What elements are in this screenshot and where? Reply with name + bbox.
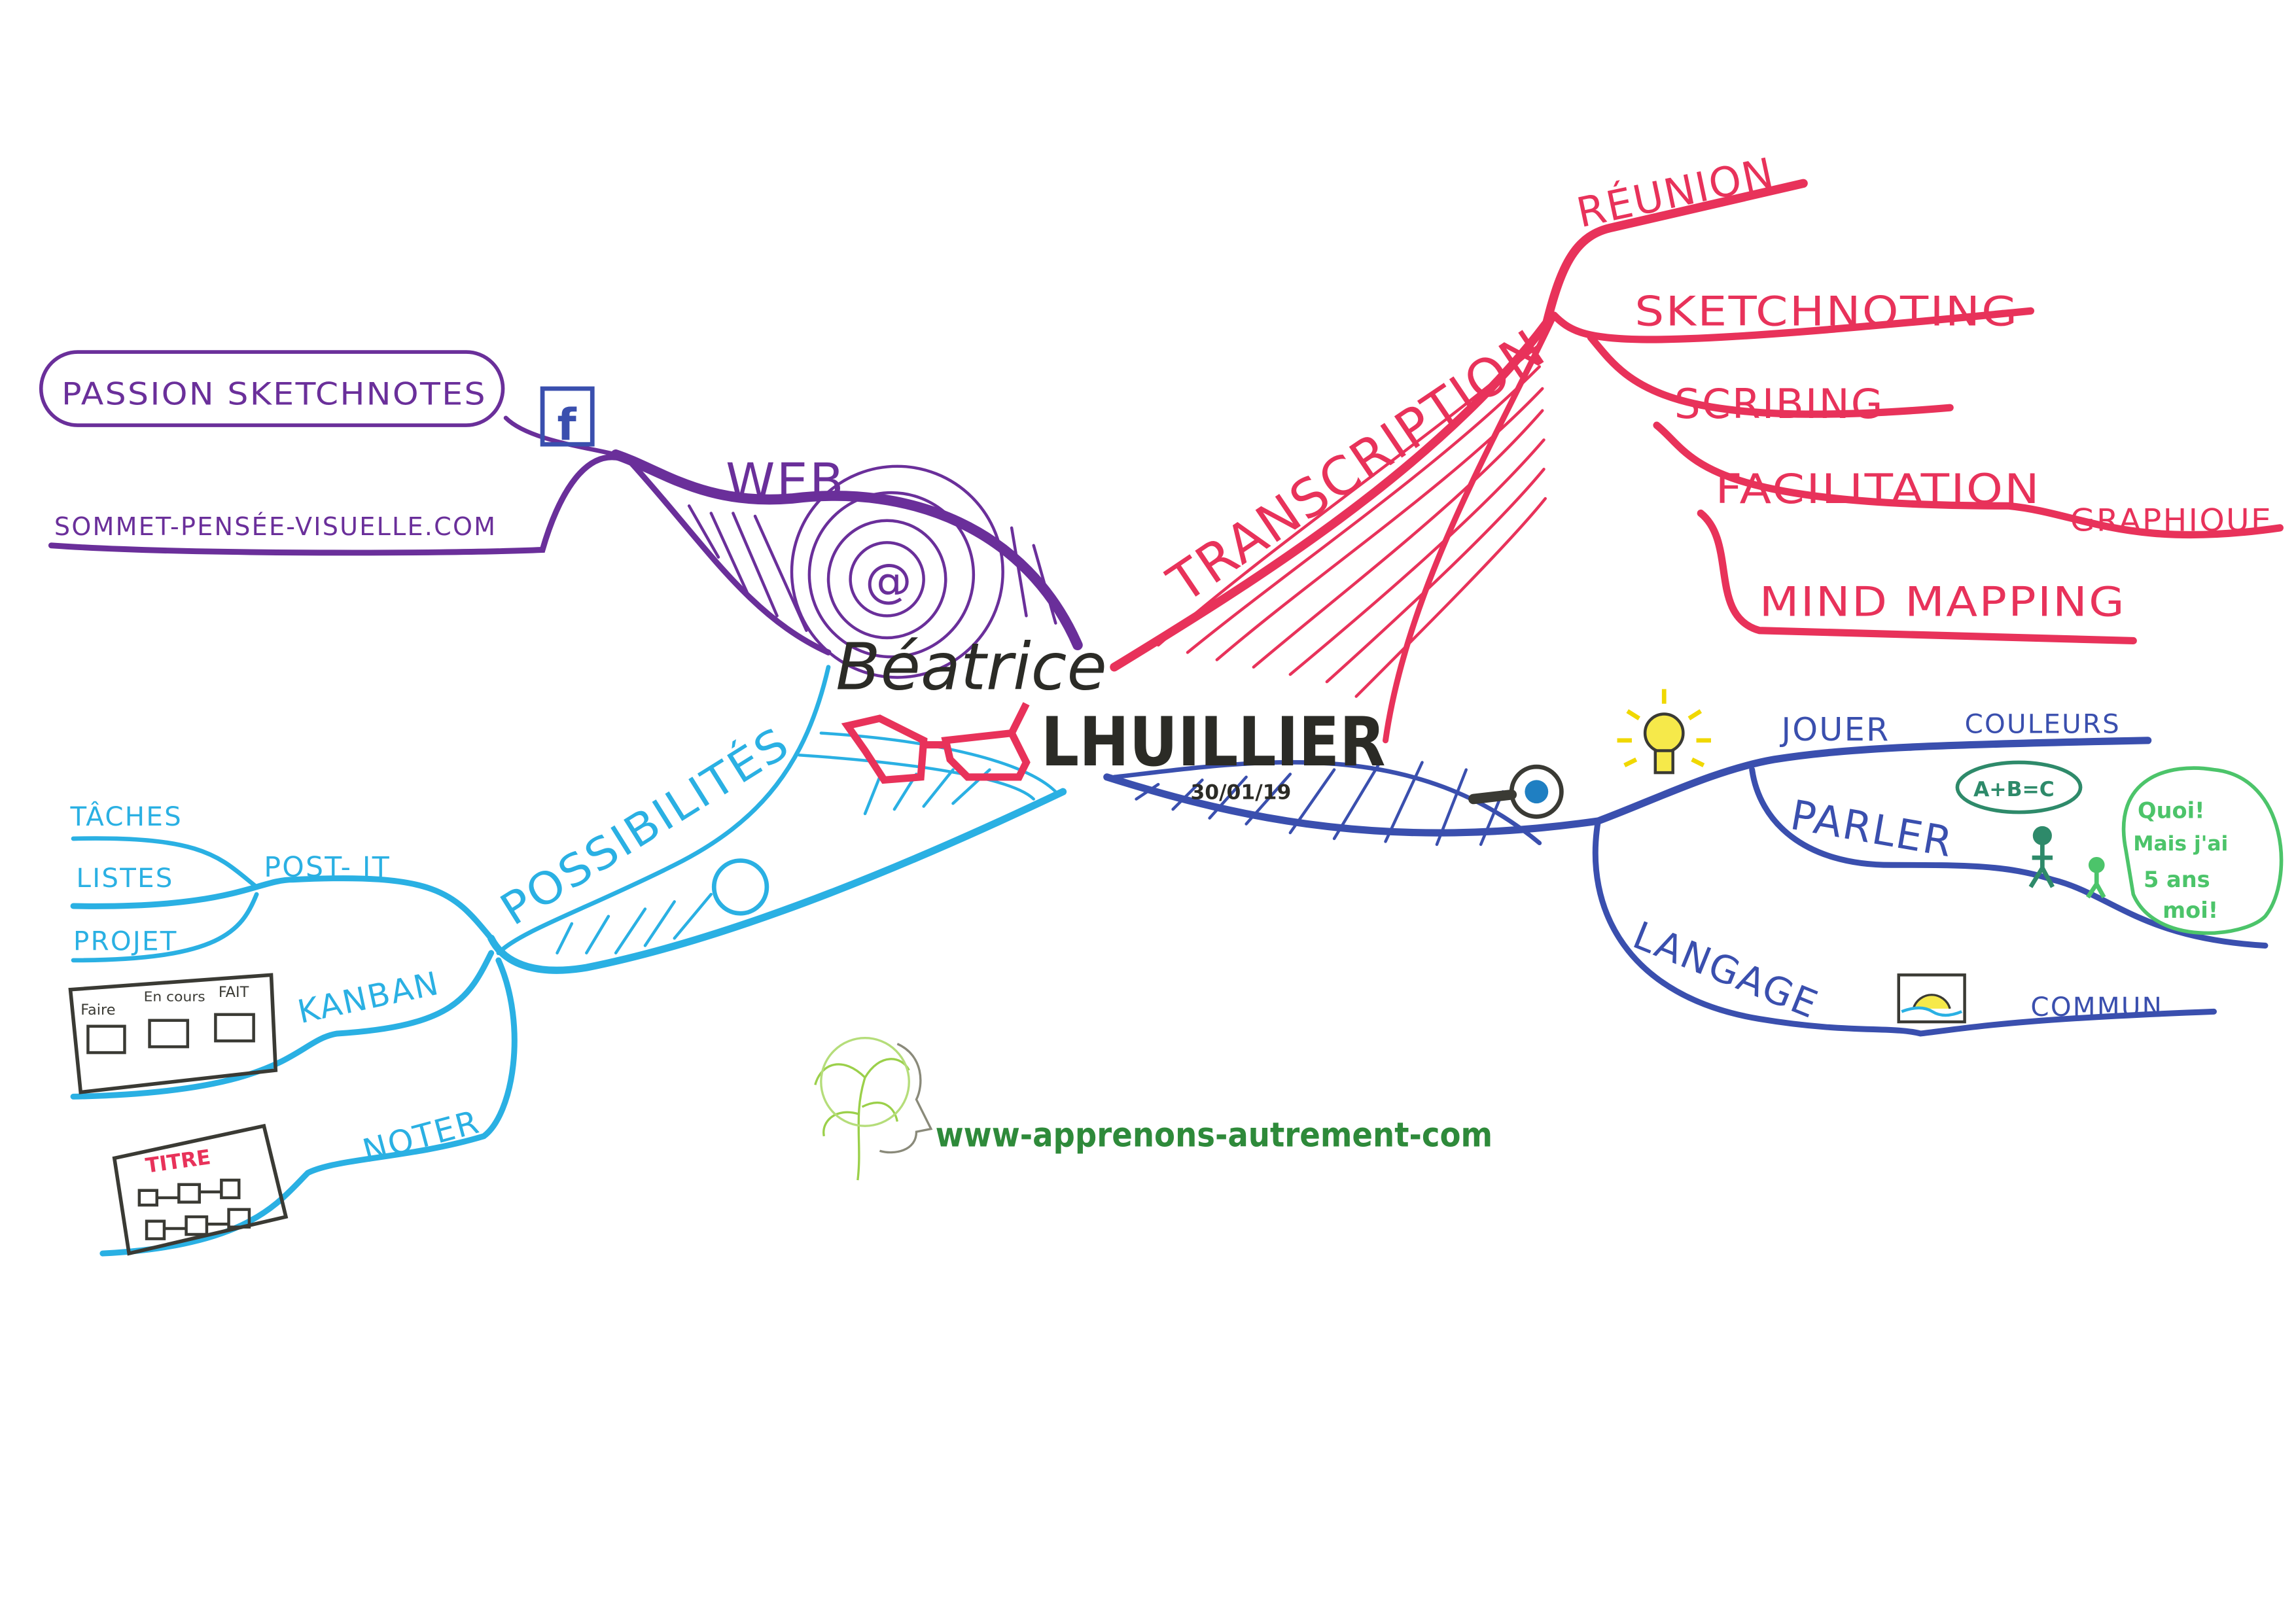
web-spiral-hatching	[687, 464, 1057, 679]
post-it-item-taches[interactable]: TÂCHES	[70, 801, 183, 832]
svg-text:Mais j'ai: Mais j'ai	[2133, 832, 2228, 856]
svg-text:En cours: En cours	[144, 989, 205, 1005]
at-symbol: @	[865, 553, 912, 608]
branch-web: WEB @ PASSION SKETCHNOTES f SOMMET-PENSÉ…	[39, 350, 1083, 679]
stick-figure-adult	[2028, 826, 2055, 888]
child-speech-bubble: Quoi! Mais j'ai 5 ans moi!	[2121, 766, 2284, 935]
transcription-item-facilitation[interactable]: FACILITATION	[1716, 465, 2041, 513]
svg-text:5 ans: 5 ans	[2144, 867, 2210, 892]
language-item-commun[interactable]: COMMUN	[2030, 992, 2163, 1022]
passion-sketchnotes-bubble	[39, 350, 505, 427]
stick-figure-child	[2086, 856, 2106, 899]
sunset-picture-icon	[1897, 973, 1966, 1024]
language-hatching	[1135, 761, 1505, 846]
svg-text:moi!: moi!	[2163, 898, 2218, 923]
language-item-parler[interactable]: PARLER	[1787, 791, 1957, 866]
website-url[interactable]: www-apprenons-autrement-com	[936, 1116, 1492, 1155]
web-item-passion-sketchnotes[interactable]: PASSION SKETCHNOTES	[62, 377, 487, 413]
svg-text:f: f	[557, 399, 576, 450]
svg-text:FAIT: FAIT	[219, 984, 249, 1001]
transcription-item-graphique[interactable]: GRAPHIQUE	[2070, 502, 2272, 538]
glasses-icon	[841, 702, 1031, 784]
facebook-icon[interactable]: f	[540, 386, 595, 450]
web-label: WEB	[726, 452, 845, 510]
post-it-item-projet[interactable]: PROJET	[73, 926, 178, 956]
branch-possibilites: POSSIBILITÉS POST- IT TÂCHES LISTES PROJ…	[68, 665, 1067, 1257]
transcription-hatching	[1156, 343, 1547, 698]
transcription-item-sketchnoting[interactable]: SKETCHNOTING	[1634, 288, 2019, 336]
language-item-jouer[interactable]: JOUER	[1780, 710, 1890, 748]
center-date: 30/01/19	[1190, 780, 1291, 804]
svg-text:Quoi!: Quoi!	[2138, 798, 2204, 824]
transcription-item-scribing[interactable]: SCRIBING	[1674, 380, 1884, 428]
possibilites-item-post-it[interactable]: POST- IT	[264, 851, 391, 884]
post-it-item-listes[interactable]: LISTES	[77, 863, 174, 894]
transcription-label: TRANSCRIPTION	[1157, 318, 1557, 615]
language-item-couleurs[interactable]: COULEURS	[1965, 709, 2121, 740]
formula-speech-bubble: A+B=C	[1955, 760, 2083, 814]
center-last-name: LHUILLIER	[1041, 703, 1386, 782]
possibilites-label: POSSIBILITÉS	[491, 717, 798, 935]
transcription-item-mind-mapping[interactable]: MIND MAPPING	[1759, 578, 2126, 625]
kanban-board-sketch: Faire En cours FAIT	[68, 973, 278, 1094]
central-topic: Béatrice LHUILLIER 30/01/19	[836, 629, 1385, 804]
note-page-sketch: TITRE	[112, 1123, 289, 1256]
possibilites-item-noter[interactable]: NOTER	[359, 1103, 484, 1170]
tree-head-logo-icon	[814, 1037, 933, 1181]
web-item-sommet-pensee-visuelle[interactable]: SOMMET-PENSÉE-VISUELLE.COM	[54, 512, 497, 541]
branch-transcription: TRANSCRIPTION RÉUNION SKETCHNOTING SCRIB…	[1110, 148, 2284, 744]
apprenons-autrement-logo[interactable]: www-apprenons-autrement-com	[814, 1037, 1492, 1181]
center-first-name: Béatrice	[836, 629, 1107, 705]
lightbulb-icon	[1617, 689, 1711, 775]
transcription-item-reunion[interactable]: RÉUNION	[1572, 148, 1778, 237]
svg-text:A+B=C: A+B=C	[1973, 778, 2055, 801]
magnifier-icon	[1468, 764, 1564, 819]
svg-text:Faire: Faire	[80, 1002, 115, 1019]
possibilites-spiral-hatching	[556, 731, 1057, 954]
